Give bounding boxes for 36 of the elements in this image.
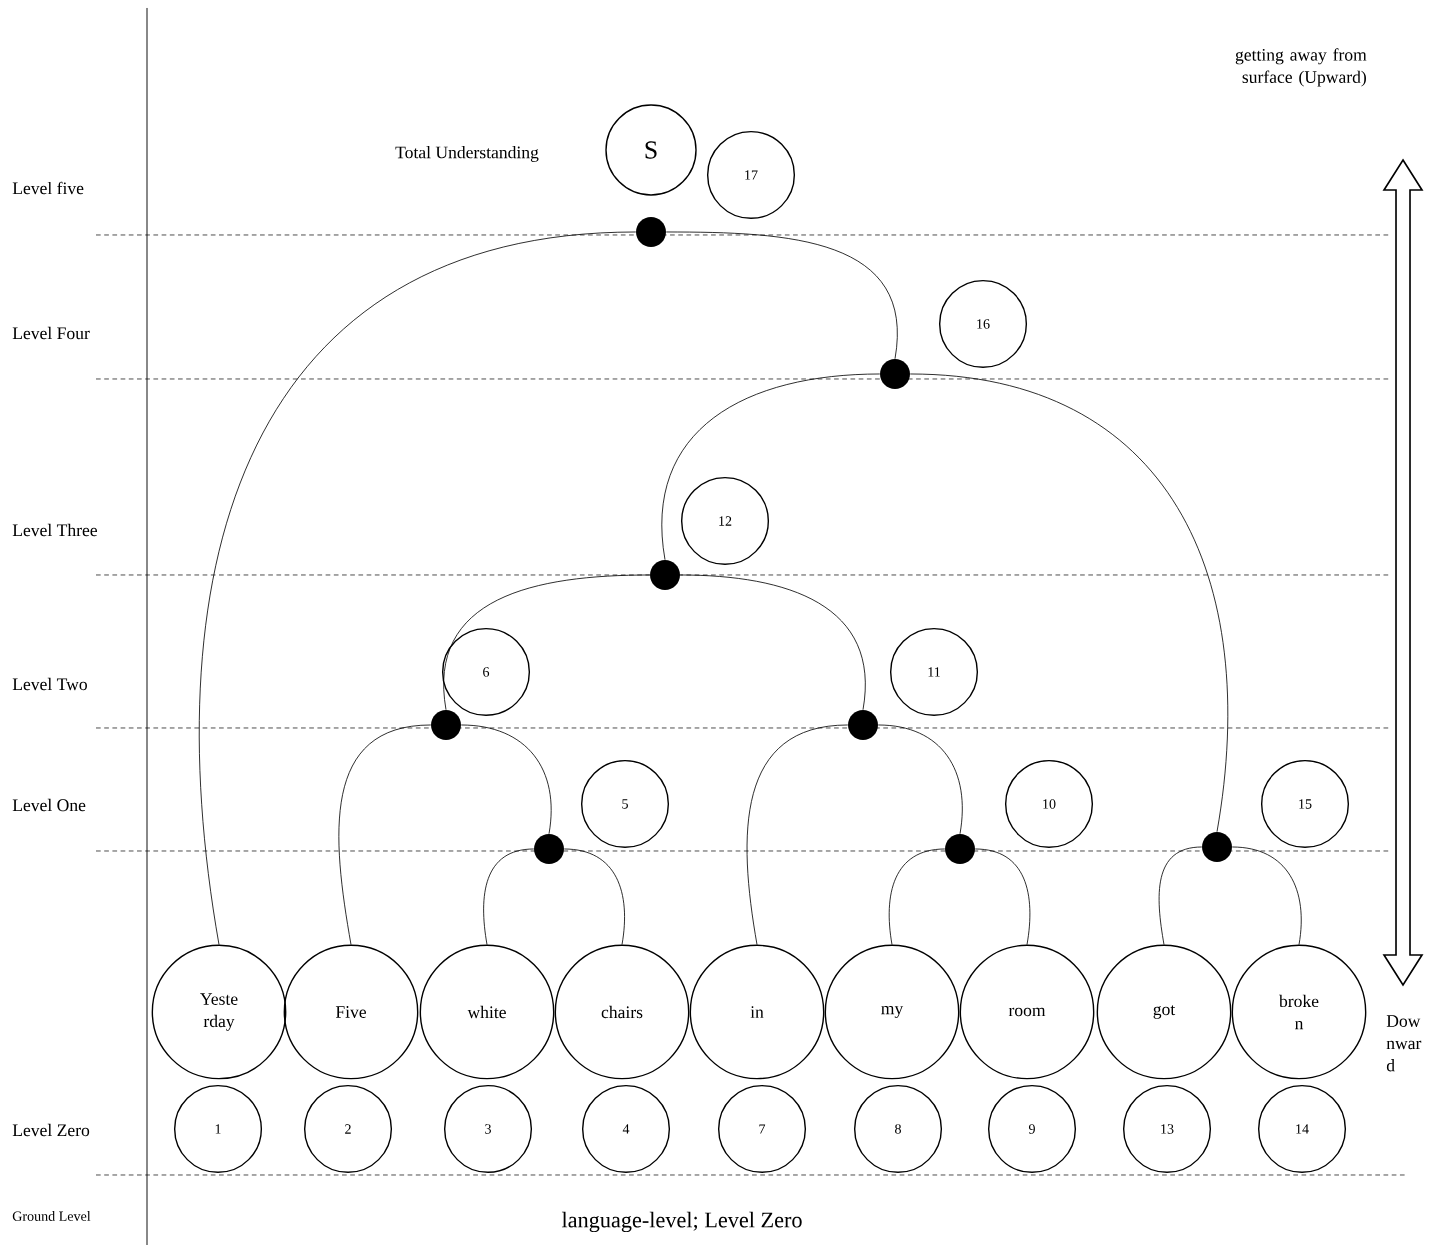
level-label: Level five	[12, 181, 84, 195]
circle-node: S	[605, 104, 697, 196]
connector-line	[974, 848, 1031, 945]
connector-line	[661, 373, 881, 561]
level-label: Level Two	[12, 677, 87, 691]
connector-line	[199, 231, 637, 945]
connector-line	[679, 574, 866, 711]
level-label: Level Zero	[12, 1123, 90, 1137]
caption-label: language-level; Level Zero	[561, 1211, 802, 1233]
junction-dot	[880, 359, 910, 389]
connector-line	[877, 724, 963, 835]
connector-line	[443, 574, 651, 711]
junction-dot	[945, 834, 975, 864]
direction-label: getting away from surface (Upward)	[1235, 48, 1367, 87]
connector-line	[460, 724, 552, 835]
junction-dot	[848, 710, 878, 740]
connector-line	[888, 848, 946, 945]
level-label: Level One	[12, 798, 86, 812]
connector-line	[1158, 846, 1203, 945]
junction-dot	[534, 834, 564, 864]
junction-dot	[1202, 832, 1232, 862]
connector-line	[746, 724, 849, 945]
junction-dot	[636, 217, 666, 247]
level-label: Total Understanding	[395, 146, 539, 162]
connector-line	[563, 848, 625, 945]
junction-dot	[431, 710, 461, 740]
level-label: Ground Level	[12, 1211, 91, 1221]
junction-dot	[650, 560, 680, 590]
connector-line	[1231, 846, 1302, 945]
direction-label: Dow nwar d	[1386, 1015, 1422, 1072]
level-label: Level Four	[12, 326, 90, 340]
connector-line	[909, 373, 1229, 833]
level-label: Level Three	[12, 523, 97, 537]
connector-line	[483, 848, 535, 945]
connector-line	[338, 724, 432, 945]
connector-line	[665, 231, 898, 360]
